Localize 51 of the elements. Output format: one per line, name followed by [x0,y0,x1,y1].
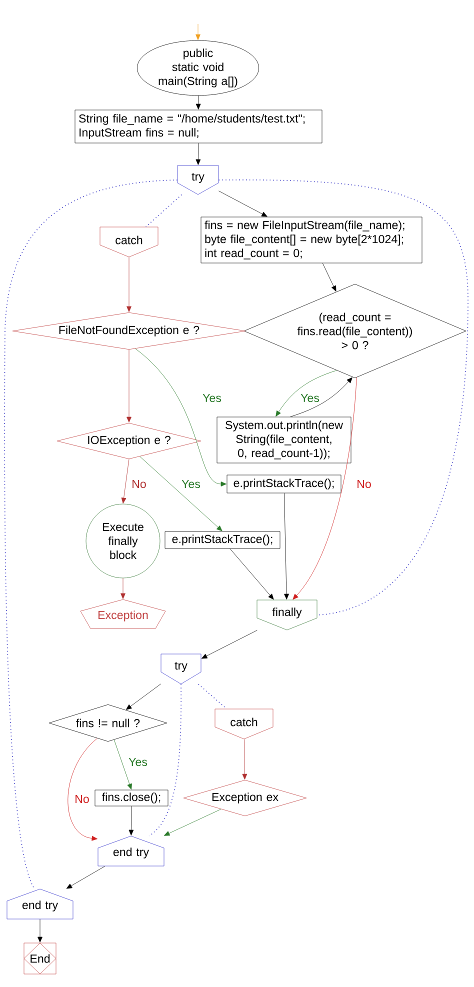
process-box: fins.close(); [94,790,168,806]
arrow [121,459,130,504]
arrow [196,24,200,40]
end-try-block: end try [6,888,74,920]
edge-label: Yes [180,478,202,490]
arrow [292,377,357,600]
process-box: e.printStackTrace(); [164,531,280,549]
edge-label: Yes [128,756,148,768]
dotted-connector [218,180,468,616]
arrow [120,578,126,599]
dotted-connector [148,684,182,836]
catch-block: catch [100,226,158,258]
edge-label: Yes [300,392,320,404]
arrow [126,684,161,710]
arrow [196,95,201,110]
arrow [218,190,268,217]
arrow [126,350,132,422]
arrow [126,257,132,312]
arrow [128,806,134,836]
arrow [140,456,222,532]
process-box: System.out.println(new String(file_content, 0, read_count-1)); [216,416,352,464]
arrow [290,377,352,417]
arrow [164,808,222,836]
edge-label: No [74,794,90,804]
arrow [66,866,106,889]
process-box: e.printStackTrace(); [226,474,342,494]
arrow [322,263,336,292]
dotted-connector [198,684,228,710]
end-terminal: End [24,942,56,974]
dotted-connector [145,194,182,228]
arrow [276,370,337,417]
finally-block: finally [256,600,318,630]
arrow [201,630,258,659]
process-box: String file_name = "/home/students/test.txt"; InputStream fins = null; [74,110,322,144]
end-try-block: end try [98,836,164,866]
arrow [196,143,201,165]
process-box: fins = new FileInputStream(file_name); byte file_content[] = new byte[2*1024]; int read_count = 0; [200,216,422,264]
arrow [284,493,289,600]
arrow [135,348,226,486]
edge-label: Yes [202,392,222,404]
arrow [242,739,248,780]
try-block: try [160,654,202,684]
dotted-connector [4,180,178,890]
arrow [68,738,98,841]
arrow [38,919,42,942]
edge-label: No [356,478,372,490]
try-block: try [177,165,219,195]
arrow [114,740,132,790]
arrow [230,548,274,600]
catch-block: catch [214,708,274,740]
edge-label: No [130,478,148,490]
